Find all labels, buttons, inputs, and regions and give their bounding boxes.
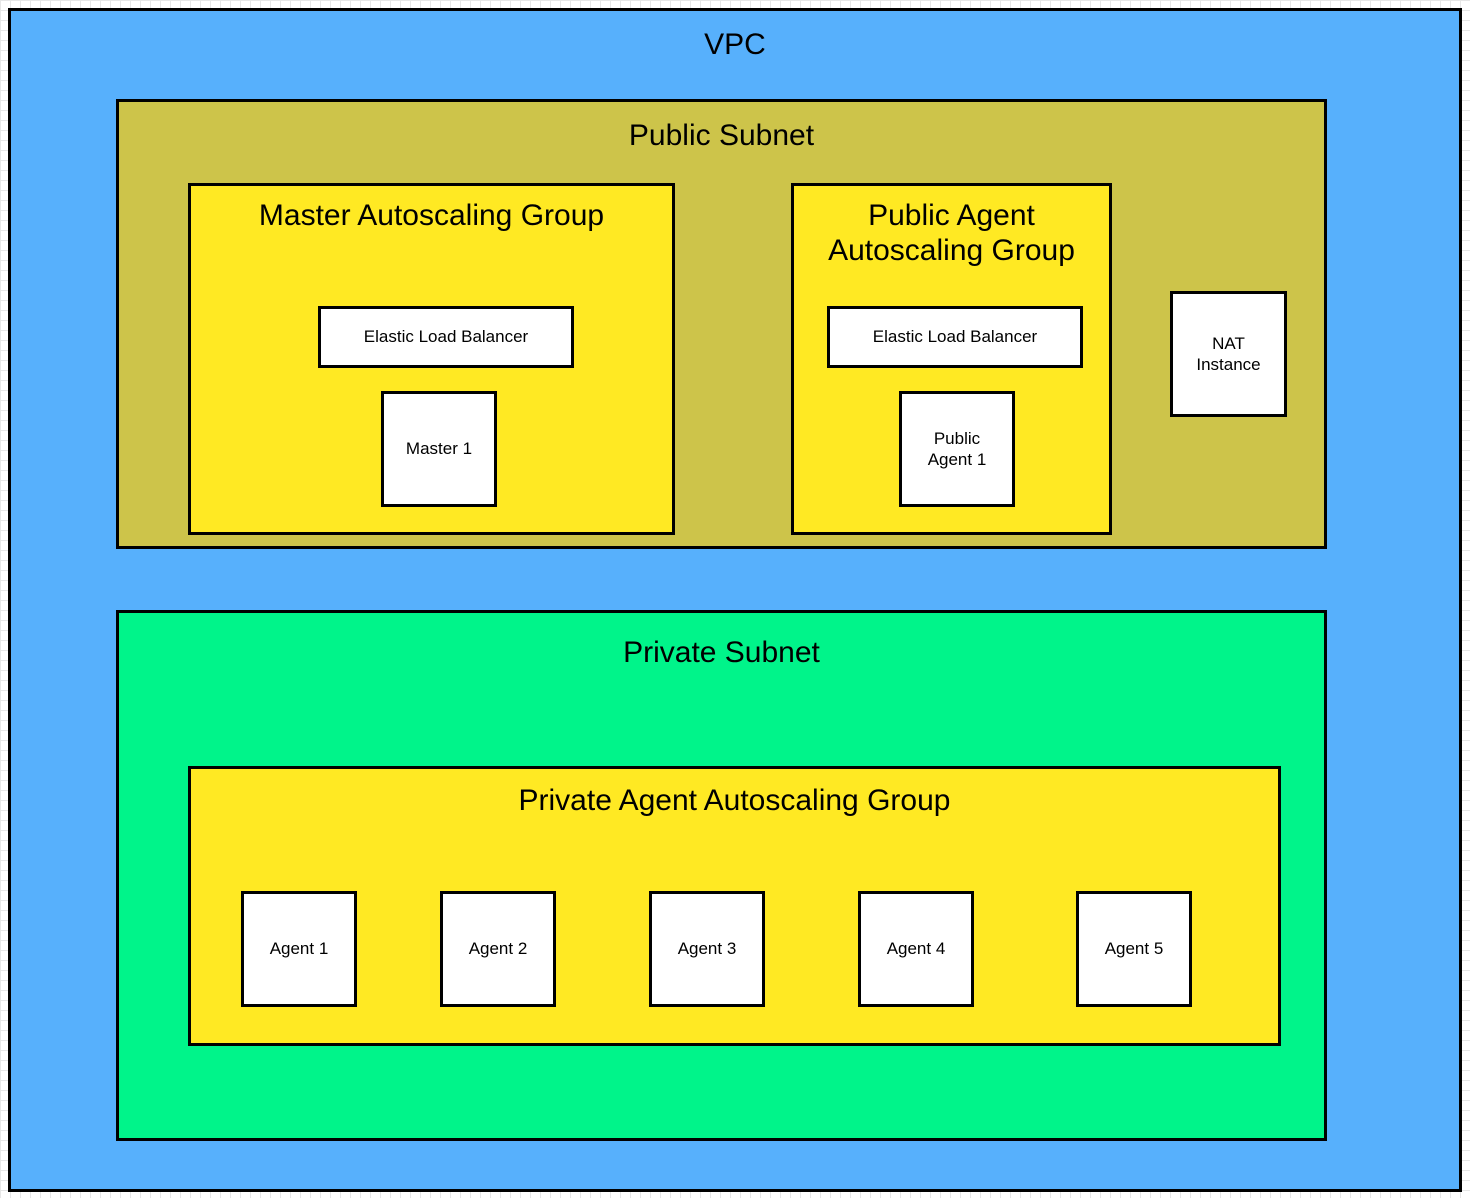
public-agent-autoscaling-group-label: Public Agent Autoscaling Group <box>828 199 1075 268</box>
agent-4-instance-node[interactable]: Agent 4 <box>858 891 974 1007</box>
public-agent-elastic-load-balancer-node[interactable]: Elastic Load Balancer <box>827 306 1083 368</box>
vpc-label: VPC <box>704 28 766 61</box>
agent-1-instance-node[interactable]: Agent 1 <box>241 891 357 1007</box>
private-agent-autoscaling-group-container[interactable]: Private Agent Autoscaling Group Agent 1 … <box>188 766 1281 1046</box>
master-elastic-load-balancer-node[interactable]: Elastic Load Balancer <box>318 306 574 368</box>
public-agent-1-instance-node[interactable]: Public Agent 1 <box>899 391 1015 507</box>
master-autoscaling-group-label: Master Autoscaling Group <box>258 199 605 232</box>
public-subnet-label: Public Subnet <box>628 119 815 152</box>
vpc-container[interactable]: VPC Public Subnet Master Autoscaling Gro… <box>8 8 1462 1192</box>
private-agent-autoscaling-group-label: Private Agent Autoscaling Group <box>518 784 951 817</box>
private-subnet-container[interactable]: Private Subnet Private Agent Autoscaling… <box>116 610 1327 1141</box>
nat-instance-node[interactable]: NAT Instance <box>1170 291 1287 417</box>
public-subnet-container[interactable]: Public Subnet Master Autoscaling Group E… <box>116 99 1327 549</box>
private-subnet-label: Private Subnet <box>623 636 820 669</box>
agent-5-instance-node[interactable]: Agent 5 <box>1076 891 1192 1007</box>
public-agent-autoscaling-group-container[interactable]: Public Agent Autoscaling Group Elastic L… <box>791 183 1112 535</box>
agent-2-instance-node[interactable]: Agent 2 <box>440 891 556 1007</box>
agent-3-instance-node[interactable]: Agent 3 <box>649 891 765 1007</box>
master-1-instance-node[interactable]: Master 1 <box>381 391 497 507</box>
master-autoscaling-group-container[interactable]: Master Autoscaling Group Elastic Load Ba… <box>188 183 675 535</box>
